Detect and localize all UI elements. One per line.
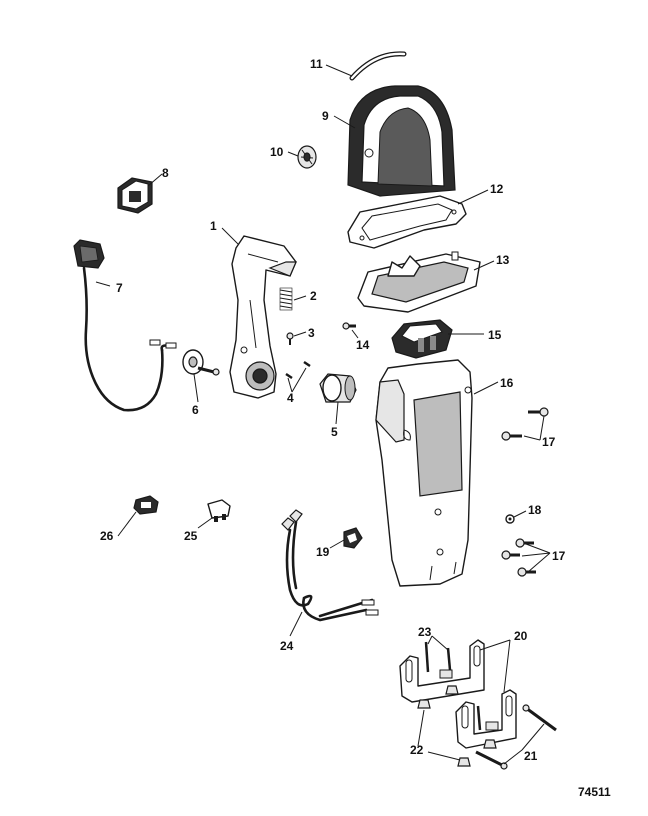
callout-15: 15 <box>488 328 502 342</box>
part-11-trim-strip <box>349 51 407 81</box>
callout-12: 12 <box>490 182 504 196</box>
callout-19: 19 <box>316 545 330 559</box>
part-16-main-housing <box>375 359 473 587</box>
part-4-pins <box>285 360 311 380</box>
callout-24: 24 <box>280 639 294 653</box>
callout-3: 3 <box>308 326 315 340</box>
part-10-knob <box>297 145 317 169</box>
callout-6: 6 <box>192 403 199 417</box>
callout-25: 25 <box>184 529 198 543</box>
callout-17-upper: 17 <box>542 435 556 449</box>
callout-26: 26 <box>100 529 114 543</box>
part-19-clip <box>343 527 363 549</box>
figure-id: 74511 <box>578 785 611 799</box>
part-26-connector <box>133 495 159 515</box>
callout-10: 10 <box>270 145 284 159</box>
part-8-bushing <box>117 177 153 214</box>
callout-23: 23 <box>418 625 432 639</box>
part-1-control-handle <box>229 235 297 399</box>
part-18-washer <box>505 514 515 524</box>
leader-lines <box>95 64 551 765</box>
part-6-washer <box>182 349 220 376</box>
part-5-sleeve <box>319 373 357 403</box>
part-21-rods <box>475 704 557 770</box>
part-3-screw <box>286 332 294 345</box>
part-9-top-cover <box>347 85 456 197</box>
part-17-screws-lower <box>501 538 536 577</box>
callout-11: 11 <box>310 57 323 71</box>
callout-21: 21 <box>524 749 538 763</box>
callout-14: 14 <box>356 338 370 352</box>
part-15-switch-housing <box>391 319 453 359</box>
callout-8: 8 <box>162 166 169 180</box>
part-17-screws-upper <box>501 407 549 441</box>
part-20-brackets <box>399 639 517 749</box>
part-7-harness <box>73 239 177 412</box>
callout-1: 1 <box>210 219 217 233</box>
callout-7: 7 <box>116 281 123 295</box>
part-24-wire-lead <box>281 509 379 622</box>
callout-18: 18 <box>528 503 542 517</box>
part-2-spring <box>279 287 293 311</box>
callout-4: 4 <box>287 391 294 405</box>
callout-20: 20 <box>514 629 528 643</box>
callout-2: 2 <box>310 289 317 303</box>
callout-13: 13 <box>496 253 510 267</box>
part-25-switch <box>207 499 231 522</box>
callout-5: 5 <box>331 425 338 439</box>
part-12-gasket <box>347 195 467 249</box>
callout-labels: 1 2 3 4 5 6 7 8 9 10 11 12 13 14 15 16 1… <box>100 57 566 763</box>
callout-9: 9 <box>322 109 329 123</box>
callout-22: 22 <box>410 743 424 757</box>
callout-17-lower: 17 <box>552 549 566 563</box>
callout-16: 16 <box>500 376 514 390</box>
part-14-pin <box>342 322 356 330</box>
part-13-base-plate <box>357 251 481 313</box>
part-23-bolts <box>424 641 482 731</box>
part-22-nuts <box>417 685 497 767</box>
